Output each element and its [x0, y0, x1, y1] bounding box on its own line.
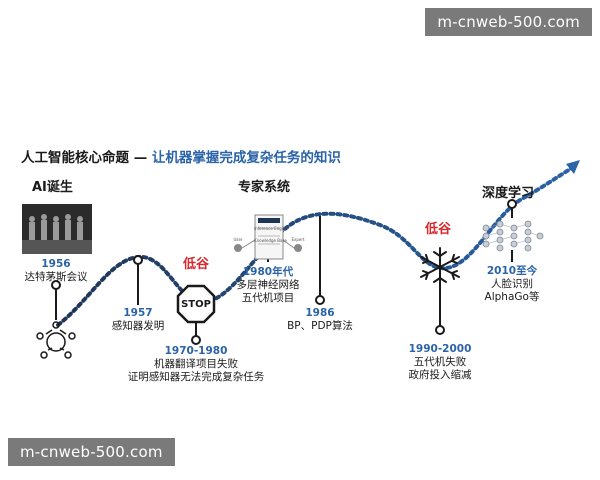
era-low-1: 低谷 [183, 257, 210, 272]
event-1990-line1: 五代机失败 [413, 356, 467, 368]
watermark-top: m-cnweb-500.com [425, 8, 592, 36]
node-1970 [191, 335, 201, 345]
event-1986-desc: BP、PDP算法 [287, 320, 353, 332]
expert-expert-label: Expert [291, 237, 305, 242]
event-1956-year: 1956 [41, 258, 71, 270]
event-1957-year: 1957 [123, 307, 153, 319]
title-accent: 让机器掌握完成复杂任务的知识 [151, 150, 341, 166]
event-1970-line2: 证明感知器无法完成复杂任务 [127, 371, 265, 383]
era-expert-system: 专家系统 [238, 180, 291, 195]
event-1957-desc: 感知器发明 [111, 320, 165, 332]
era-ai-birth: AI诞生 [32, 180, 73, 195]
event-1970-year: 1970-1980 [164, 345, 228, 357]
people-network-icon [36, 321, 76, 359]
dartmouth-photo [22, 204, 92, 254]
expert-sheet-line1: Inference Engine [254, 226, 288, 231]
event-1980-line2: 五代机项目 [241, 292, 295, 304]
snowflake-icon [420, 247, 460, 287]
title-main: 人工智能核心命题 — [21, 150, 152, 166]
node-1956 [51, 280, 61, 290]
event-1980-line1: 多层神经网络 [236, 279, 300, 291]
expert-system-icon [234, 214, 302, 260]
event-1990-line2: 政府投入缩减 [408, 369, 472, 381]
era-low-2: 低谷 [425, 222, 452, 237]
node-1957 [133, 255, 143, 265]
node-1986 [315, 295, 325, 305]
era-deep-learning: 深度学习 [482, 186, 535, 201]
event-2010-line1: 人脸识别 [491, 278, 533, 290]
expert-user-label: User [233, 237, 243, 242]
event-1986-year: 1986 [305, 307, 335, 319]
event-1956-desc: 达特茅斯会议 [24, 271, 88, 283]
stop-sign-icon [176, 284, 216, 324]
event-2010-line2: AlphaGo等 [484, 291, 540, 303]
stop-sign-label: STOP [181, 299, 211, 310]
page-title: 人工智能核心命题 — 让机器掌握完成复杂任务的知识 [21, 146, 341, 166]
event-1980-year: 1980年代 [242, 266, 294, 278]
arrow-head-icon [566, 160, 580, 174]
event-1970-line1: 机器翻译项目失败 [154, 358, 238, 370]
neural-network-icon [482, 220, 544, 252]
event-1990-year: 1990-2000 [408, 343, 472, 355]
watermark-bottom: m-cnweb-500.com [8, 438, 175, 466]
node-1990 [435, 325, 445, 335]
event-2010-year: 2010至今 [486, 265, 538, 277]
node-2010 [507, 199, 517, 209]
expert-sheet-line2: Knowledge Base [254, 238, 287, 243]
